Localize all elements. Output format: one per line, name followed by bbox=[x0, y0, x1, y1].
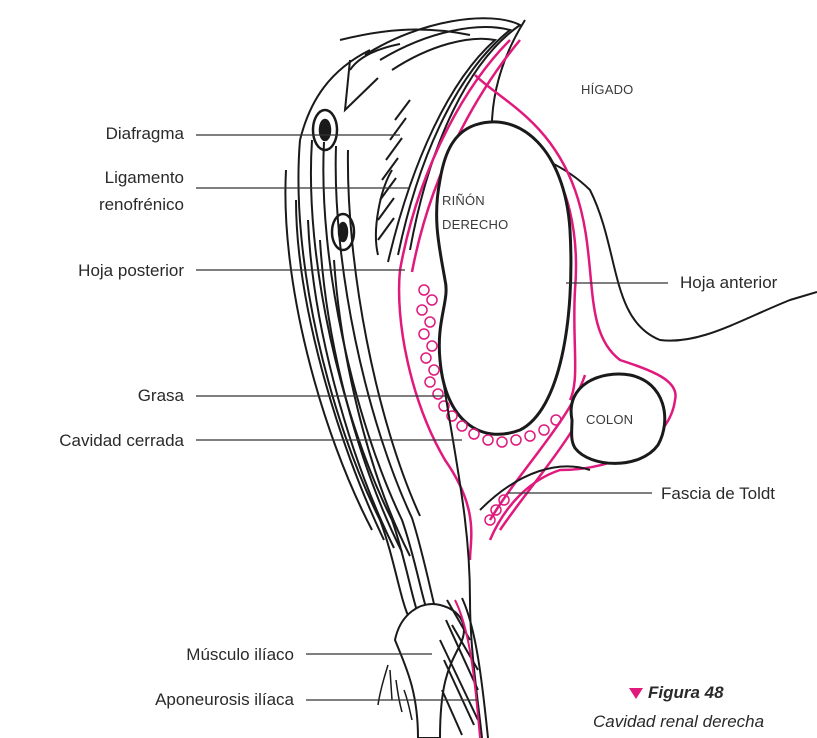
label-ligamento-line1: Ligamento bbox=[40, 168, 184, 188]
caption-title: Figura 48 bbox=[648, 683, 724, 703]
caption-text: Cavidad renal derecha bbox=[593, 712, 764, 732]
organ-label-rinon-line1: RIÑÓN bbox=[442, 193, 485, 209]
label-musculo-iliaco: Músculo ilíaco bbox=[100, 645, 294, 665]
label-hoja-anterior: Hoja anterior bbox=[680, 273, 777, 293]
label-aponeurosis-iliaca: Aponeurosis ilíaca bbox=[90, 690, 294, 710]
label-diafragma: Diafragma bbox=[40, 124, 184, 144]
organ-label-higado: HÍGADO bbox=[581, 82, 633, 98]
label-fascia-toldt: Fascia de Toldt bbox=[661, 484, 775, 504]
kidney-outline bbox=[437, 122, 571, 434]
organ-label-rinon-line2: DERECHO bbox=[442, 217, 508, 233]
label-cavidad-cerrada: Cavidad cerrada bbox=[0, 431, 184, 451]
label-grasa: Grasa bbox=[40, 386, 184, 406]
label-ligamento-line2: renofrénico bbox=[40, 195, 184, 215]
organ-label-colon: COLON bbox=[586, 412, 633, 428]
label-hoja-posterior: Hoja posterior bbox=[20, 261, 184, 281]
caption-marker-icon bbox=[629, 688, 643, 699]
